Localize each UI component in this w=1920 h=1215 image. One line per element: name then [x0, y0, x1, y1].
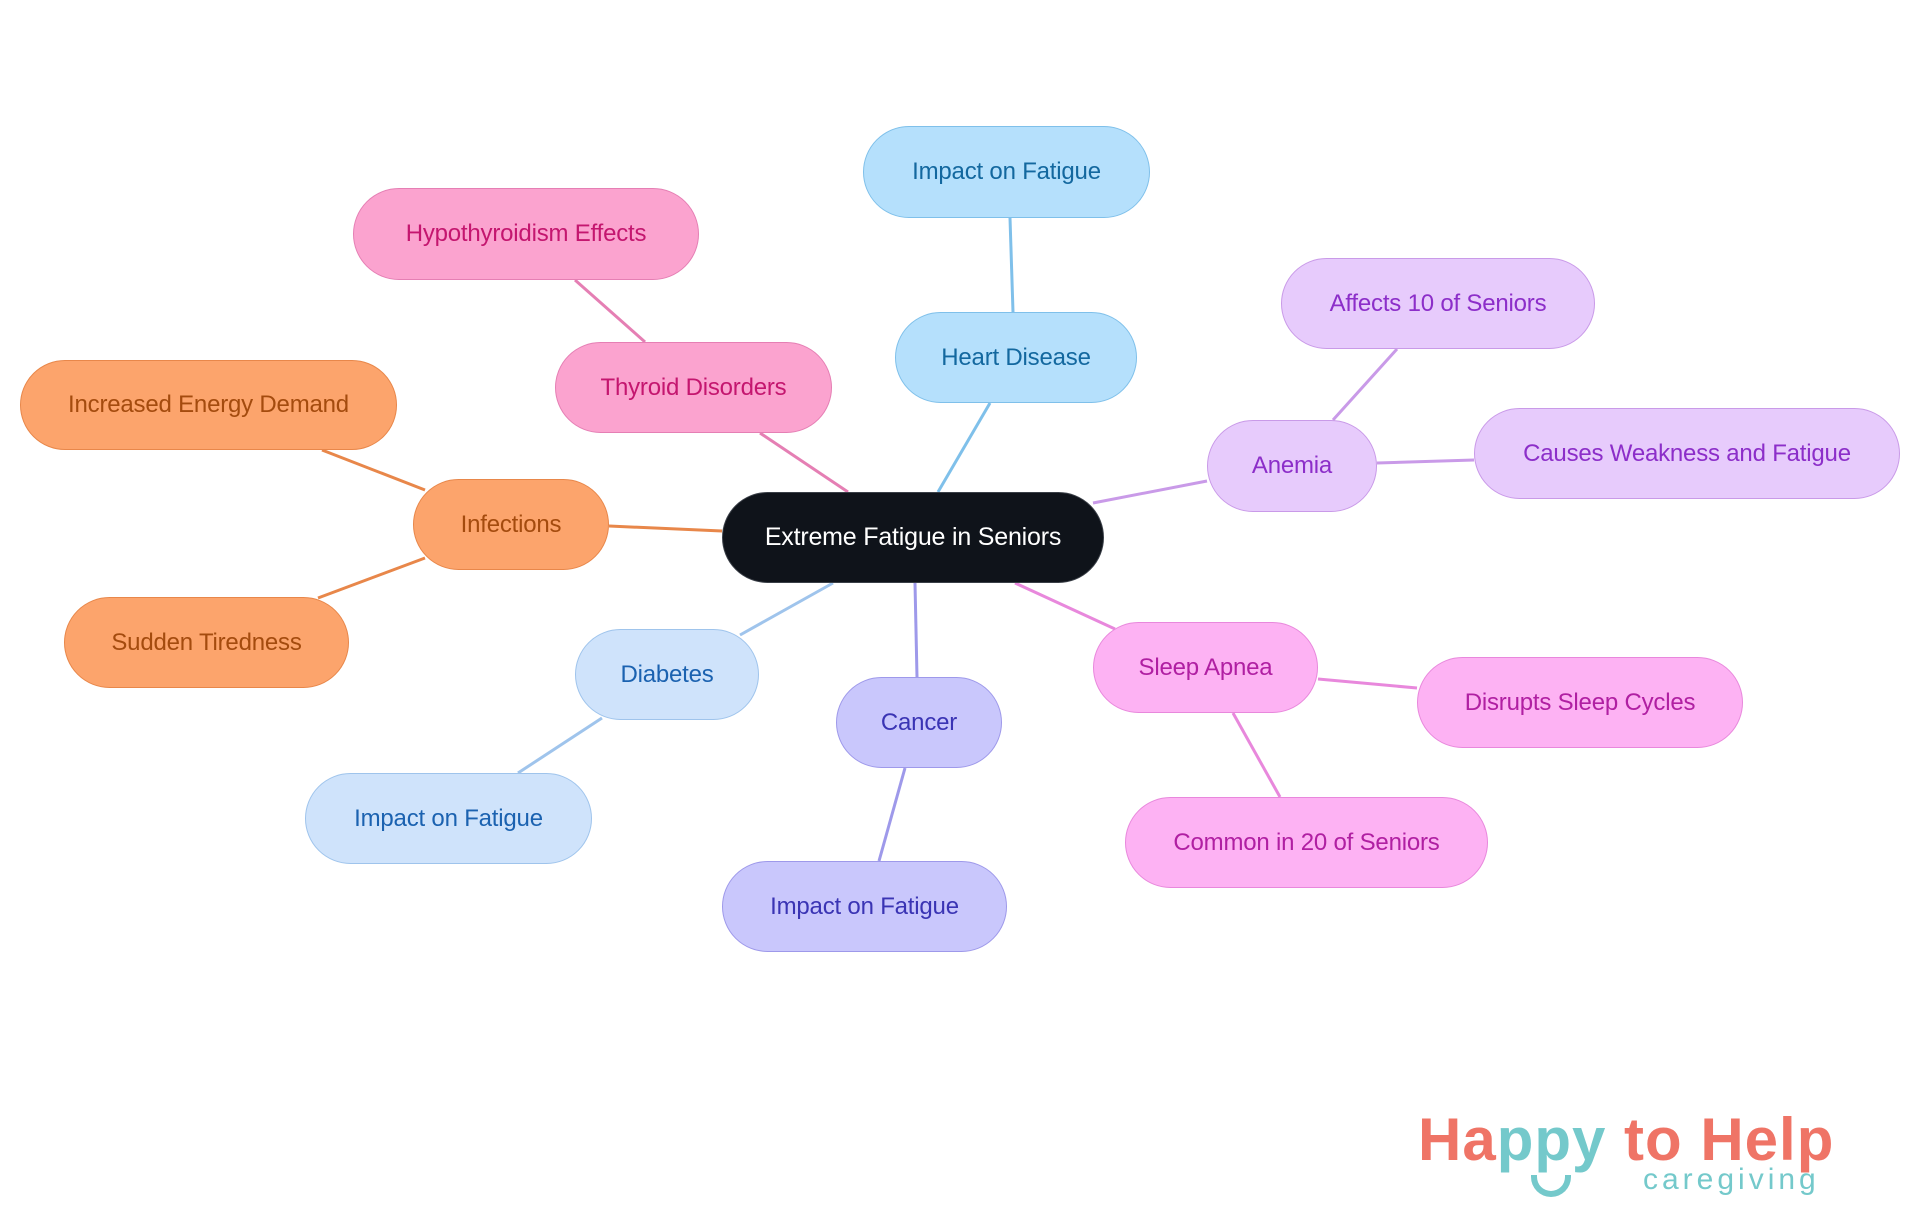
node-common-in-20-of-seniors: Common in 20 of Seniors	[1125, 797, 1488, 888]
node-diabetes: Diabetes	[575, 629, 759, 720]
node-hypothyroidism-effects: Hypothyroidism Effects	[353, 188, 699, 280]
node-heart-impact-on-fatigue: Impact on Fatigue	[863, 126, 1150, 218]
node-disrupts-sleep-cycles: Disrupts Sleep Cycles	[1417, 657, 1743, 748]
node-thyroid-disorders: Thyroid Disorders	[555, 342, 832, 433]
node-cancer-impact-on-fatigue: Impact on Fatigue	[722, 861, 1007, 952]
root-node: Extreme Fatigue in Seniors	[722, 492, 1104, 583]
node-sleep-apnea: Sleep Apnea	[1093, 622, 1318, 713]
smile-icon	[1531, 1175, 1571, 1197]
node-heart-disease: Heart Disease	[895, 312, 1137, 403]
node-affects-10-of-seniors: Affects 10 of Seniors	[1281, 258, 1595, 349]
logo-text-ppy: ppy	[1496, 1106, 1607, 1173]
logo-wordmark: Happy to Help	[1418, 1105, 1834, 1174]
node-causes-weakness-and-fatigue: Causes Weakness and Fatigue	[1474, 408, 1900, 499]
logo-tagline: caregiving	[1643, 1163, 1820, 1196]
node-cancer: Cancer	[836, 677, 1002, 768]
node-diabetes-impact-on-fatigue: Impact on Fatigue	[305, 773, 592, 864]
node-sudden-tiredness: Sudden Tiredness	[64, 597, 349, 688]
node-increased-energy-demand: Increased Energy Demand	[20, 360, 397, 450]
node-anemia: Anemia	[1207, 420, 1377, 512]
node-infections: Infections	[413, 479, 609, 570]
logo-text-ha: Ha	[1418, 1106, 1497, 1173]
brand-logo: Happy to Help caregiving	[1418, 1105, 1878, 1200]
logo-text-to-help: to Help	[1606, 1106, 1835, 1173]
